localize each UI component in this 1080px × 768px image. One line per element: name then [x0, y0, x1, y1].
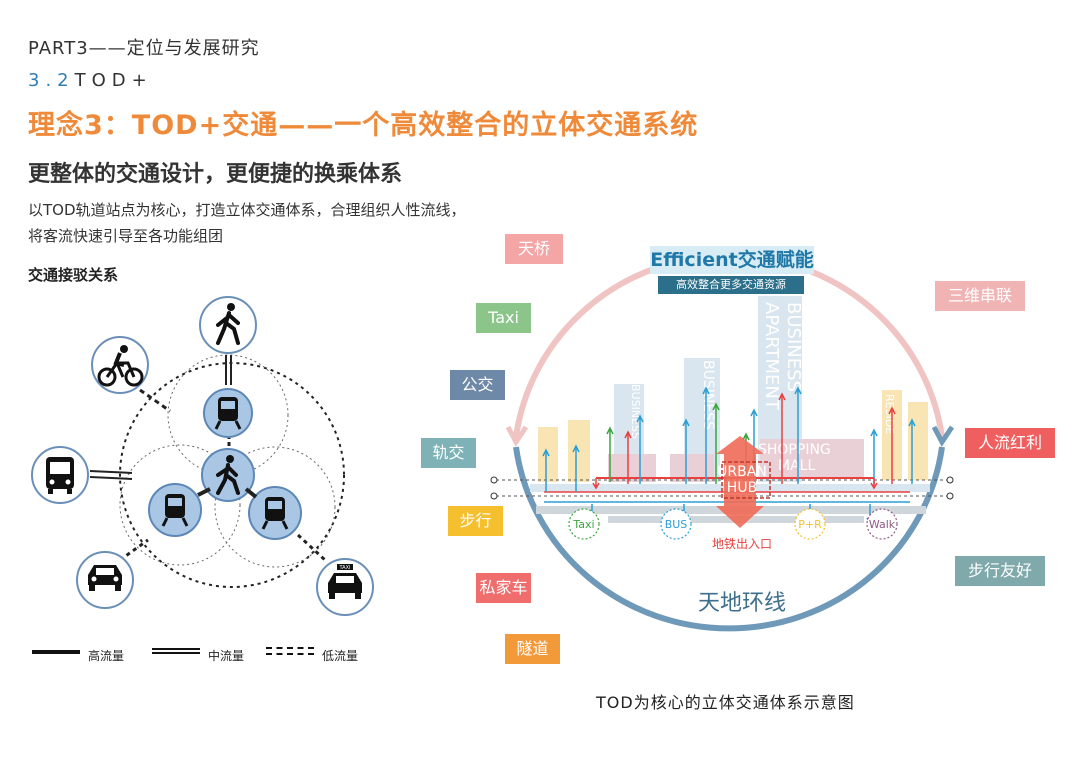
tag-walk-friendly: 步行友好 — [955, 556, 1045, 586]
section-name: TOD+ — [74, 70, 153, 91]
bus-icon — [31, 446, 89, 504]
ring-right — [214, 446, 336, 568]
legend-line-mid — [152, 648, 200, 654]
ring-arrow-right — [931, 425, 955, 447]
taxi-sign: TAXI — [339, 565, 351, 571]
link-left — [197, 487, 211, 497]
connector-walk — [225, 355, 232, 385]
page-title: 理念3：TOD+交通——一个高效整合的立体交通系统 — [28, 110, 699, 141]
link-right — [244, 487, 258, 499]
urban-hub-label-2: HUB — [727, 480, 757, 496]
building-label-shopping2: MALL — [778, 458, 815, 474]
legend-label-high: 高流量 — [88, 649, 125, 663]
metro-icon — [203, 388, 253, 438]
ring-bottom-arc — [513, 446, 945, 632]
pedestrian-hub-icon — [201, 448, 255, 502]
tag-rail: 轨交 — [421, 438, 476, 468]
connector-taxi — [296, 533, 327, 562]
tag-walk: 步行 — [448, 506, 503, 536]
efficient-title: Efficient交通赋能 — [650, 249, 814, 271]
connection-diagram-label: 交通接驳关系 — [28, 266, 119, 284]
legend: 高流量 中流量 低流量 — [32, 645, 372, 665]
tag-private-car: 私家车 — [476, 573, 531, 603]
tag-3d-connect: 三维串联 — [935, 281, 1025, 311]
stop-label-park-ride: P+R — [798, 518, 822, 531]
track-end-left-upper — [490, 476, 498, 484]
part-label: PART3——定位与发展研究 — [28, 38, 260, 59]
track-end-left-lower — [490, 492, 498, 500]
metro-exit-label: 地铁出入口 — [712, 537, 772, 551]
car-icon — [76, 551, 134, 609]
legend-label-low: 低流量 — [322, 649, 359, 663]
bicycle-icon — [91, 336, 149, 394]
ring-label: 天地环线 — [698, 591, 786, 616]
section-number: 3.2 — [28, 70, 75, 91]
building-label-shopping1: SHOPPING — [758, 442, 831, 458]
diagram-caption: TOD为核心的立体交通体系示意图 — [596, 693, 855, 712]
tag-taxi: Taxi — [476, 303, 531, 333]
connector-bicycle — [139, 388, 171, 413]
tag-skybridge: 天桥 — [505, 234, 563, 264]
urban-hub-label-1: URBAN — [717, 464, 767, 480]
buildings — [538, 296, 928, 482]
connector-car — [119, 538, 149, 562]
connection-diagram: TAXI — [31, 296, 374, 616]
walk-icon — [199, 296, 257, 354]
legend-line-high — [32, 650, 80, 654]
connector-bus — [89, 470, 133, 480]
urban-hub — [716, 436, 771, 528]
stop-label-walk: Walk — [869, 518, 896, 531]
stop-park-ride: P+R — [794, 508, 826, 540]
stop-bus: BUS — [660, 508, 692, 540]
efficient-subtitle: 高效整合更多交通资源 — [658, 276, 804, 294]
building-label-business1: BUSINESS — [629, 384, 642, 439]
tod-system-diagram: BUSINESS BUSINESS BUSINESS APARTMENT SHO… — [490, 252, 955, 632]
tag-bus: 公交 — [450, 370, 505, 400]
taxi-icon: TAXI — [316, 558, 374, 616]
efficient-title-box: Efficient交通赋能 — [650, 246, 814, 274]
track-end-right-lower — [946, 492, 954, 500]
stop-label-taxi: Taxi — [572, 518, 594, 531]
building-label-business2: BUSINESS — [700, 360, 716, 430]
legend-line-low — [266, 647, 314, 655]
metro-icon-right — [248, 486, 302, 540]
stop-walk: Walk — [866, 508, 898, 540]
section-label: 3.2TOD+ — [28, 70, 153, 91]
description-text: 以TOD轨道站点为核心，打造立体交通体系，合理组织人性流线，将客流快速引导至各功… — [28, 201, 466, 245]
ring-left — [119, 444, 241, 566]
metro-icon-left — [148, 483, 202, 537]
ring-top — [167, 354, 289, 476]
stop-taxi: Taxi — [568, 508, 600, 540]
track-end-right-upper — [946, 476, 954, 484]
legend-label-mid: 中流量 — [208, 649, 245, 663]
stop-label-bus: BUS — [665, 518, 688, 531]
tag-people-flow: 人流红利 — [965, 428, 1055, 458]
building-label-business-apartment-2: APARTMENT — [761, 302, 782, 411]
section-heading: 更整体的交通设计，更便捷的换乘体系 — [28, 162, 403, 187]
building-label-business-apartment-1: BUSINESS — [783, 302, 804, 392]
tag-tunnel: 隧道 — [505, 634, 560, 664]
ring-arrow-left — [505, 425, 529, 447]
